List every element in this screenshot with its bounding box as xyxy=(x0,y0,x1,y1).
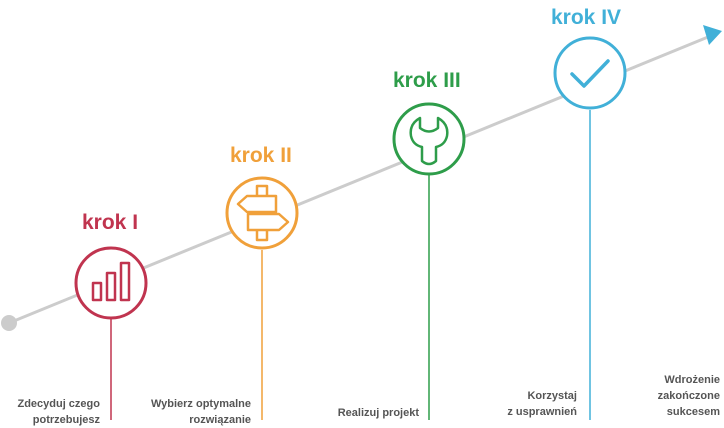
step-3-badge xyxy=(392,102,466,176)
step-1-badge xyxy=(74,246,148,320)
bar-chart-icon xyxy=(91,261,131,302)
caption-line: sukcesem xyxy=(666,406,720,418)
caption-line: rozwiązanie xyxy=(189,414,251,426)
step-2-badge xyxy=(225,176,299,250)
signpost-icon xyxy=(236,184,290,242)
caption-line: z usprawnień xyxy=(507,406,577,418)
step-1-caption: Zdecyduj czego potrzebujesz xyxy=(17,396,100,428)
final-caption: Wdrożenie zakończone sukcesem xyxy=(658,372,720,420)
caption-line: Zdecyduj czego xyxy=(17,398,100,410)
axis-arrowhead xyxy=(703,25,722,45)
step-2-caption: Wybierz optymalne rozwiązanie xyxy=(151,396,251,428)
checkmark-icon xyxy=(570,59,610,88)
caption-line: Realizuj projekt xyxy=(337,407,419,419)
axis-start-dot xyxy=(1,315,17,331)
step-4-caption: Korzystaj z usprawnień xyxy=(507,388,577,420)
caption-line: potrzebujesz xyxy=(32,414,100,426)
caption-line: Korzystaj xyxy=(527,390,577,402)
caption-line: zakończone xyxy=(657,390,720,402)
caption-line: Wybierz optymalne xyxy=(150,398,251,410)
step-3-title: krok III xyxy=(393,69,461,92)
step-1-title: krok I xyxy=(82,211,139,234)
wrench-icon xyxy=(409,116,449,166)
step-4-title: krok IV xyxy=(551,6,622,29)
caption-line: Wdrożenie xyxy=(664,374,720,386)
step-4-badge xyxy=(553,36,627,110)
step-3-caption: Realizuj projekt xyxy=(338,405,419,421)
step-2-title: krok II xyxy=(230,144,292,167)
